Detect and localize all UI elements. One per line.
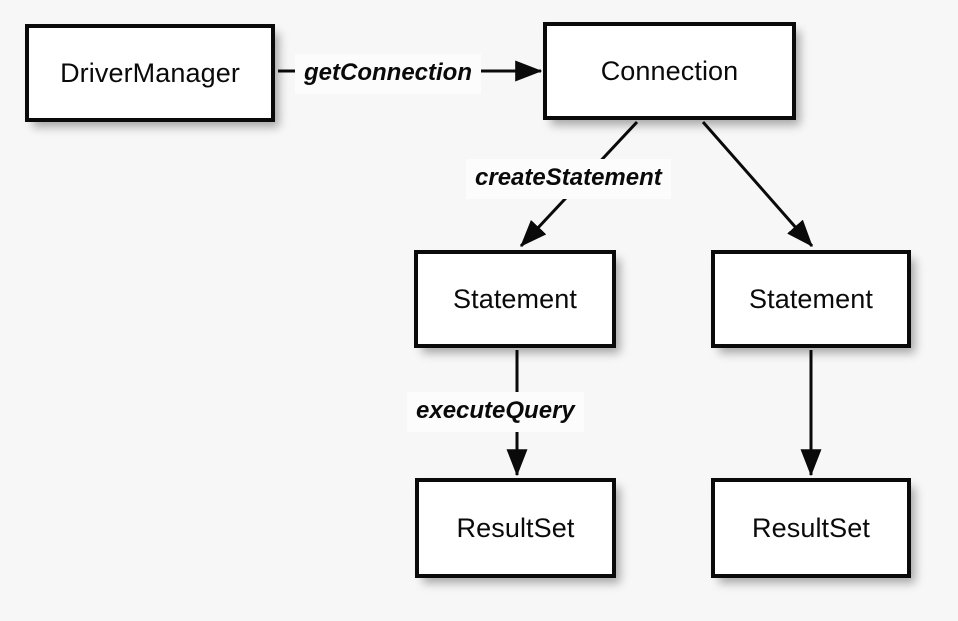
node-resultset-right[interactable]: ResultSet xyxy=(711,478,911,578)
edge-connection-to-statement-right xyxy=(701,121,814,247)
edge-label-execute-query: executeQuery xyxy=(407,392,584,432)
node-statement-right[interactable]: Statement xyxy=(711,250,911,348)
node-drivermanager-label: DriverManager xyxy=(60,57,240,88)
node-drivermanager[interactable]: DriverManager xyxy=(25,24,275,122)
edge-label-create-statement: createStatement xyxy=(466,159,671,199)
node-connection[interactable]: Connection xyxy=(543,22,796,120)
node-resultset-left-label: ResultSet xyxy=(456,512,575,543)
edge-label-get-connection: getConnection xyxy=(295,54,481,94)
node-statement-right-label: Statement xyxy=(749,283,873,314)
node-statement-left[interactable]: Statement xyxy=(414,250,616,348)
node-resultset-left[interactable]: ResultSet xyxy=(415,478,616,578)
node-connection-label: Connection xyxy=(600,55,739,86)
node-resultset-right-label: ResultSet xyxy=(752,512,870,543)
node-statement-left-label: Statement xyxy=(453,283,577,314)
